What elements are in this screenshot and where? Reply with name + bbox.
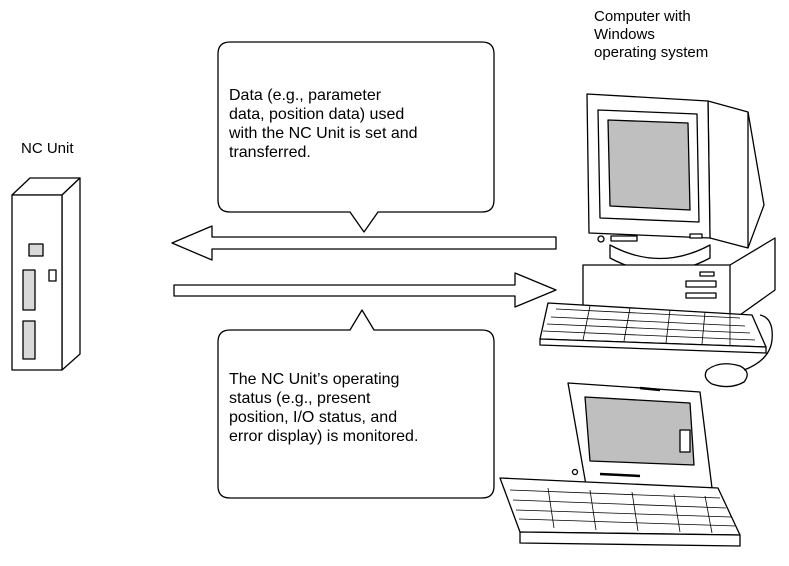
- desktop-computer-icon: [539, 93, 776, 388]
- arrow-right-monitor: [173, 272, 557, 308]
- computer-label: Computer with Windows operating system: [594, 8, 709, 61]
- arrow-left-transfer: [171, 225, 557, 261]
- callout-top-bubble: [217, 41, 495, 233]
- callout-top-text: Data (e.g., parameter data, position dat…: [229, 87, 418, 161]
- laptop-computer-icon: [499, 382, 741, 547]
- nc-unit-icon: [11, 177, 81, 371]
- nc-unit-label: NC Unit: [21, 140, 74, 157]
- callout-bottom-text: The NC Unit’s operating status (e.g., pr…: [229, 371, 419, 445]
- callout-bottom-bubble: [217, 309, 495, 499]
